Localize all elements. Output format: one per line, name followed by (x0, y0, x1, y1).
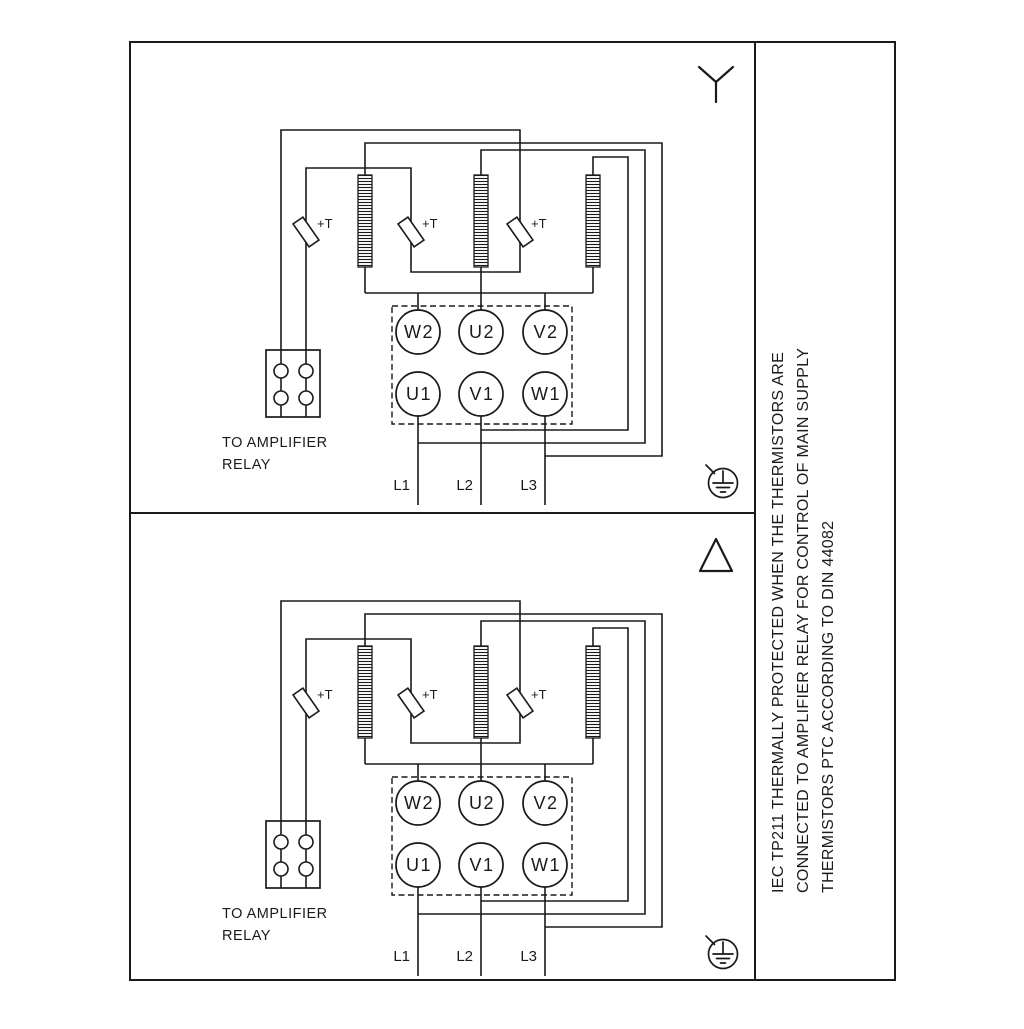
supply-label-l1: L1 (393, 948, 410, 965)
terminal-v2 (522, 780, 568, 826)
thermistor-icon (505, 215, 535, 249)
motor-winding (473, 174, 489, 268)
supply-lines (417, 416, 546, 505)
relay-pin (298, 834, 314, 850)
relay-caption-line1: TO AMPLIFIER (222, 906, 328, 922)
side-note-line-2: CONNECTED TO AMPLIFIER RELAY FOR CONTROL… (795, 348, 812, 893)
earth-ground-icon (705, 935, 739, 970)
relay-caption-line1: TO AMPLIFIER (222, 435, 328, 451)
star-icon (697, 65, 735, 104)
relay-pin (298, 363, 314, 379)
supply-lines (417, 887, 546, 976)
relay-caption-line2: RELAY (222, 928, 271, 944)
thermistor-circuit-wires (280, 129, 521, 350)
side-note-line-3: THERMISTORS PTC ACCORDING TO DIN 44082 (820, 521, 837, 893)
thermistor-label: +T (422, 216, 438, 231)
winding-top-wires (364, 613, 663, 928)
thermistor-label: +T (531, 687, 547, 702)
terminal-v2 (522, 309, 568, 355)
terminal-label: V1 (469, 855, 494, 875)
star-panel: +T +T +T TO AMPLIFIER RELAY W2 U2 V2 U1 (222, 65, 739, 505)
terminal-u2 (458, 309, 504, 355)
winding-bottom-wires (364, 738, 594, 781)
terminal-v1 (458, 842, 504, 888)
side-note-line-1: IEC TP211 THERMALLY PROTECTED WHEN THE T… (770, 352, 787, 893)
relay-pin (273, 390, 289, 406)
thermistor-circuit-wires (280, 600, 521, 821)
terminal-label: U2 (469, 793, 495, 813)
terminal-label: W1 (531, 384, 561, 404)
thermistor-icon (396, 215, 426, 249)
motor-winding (585, 645, 601, 739)
terminal-label: W2 (404, 793, 434, 813)
terminal-label: U2 (469, 322, 495, 342)
relay-internal-wires (280, 821, 307, 888)
terminal-label: U1 (406, 384, 432, 404)
delta-icon (698, 537, 734, 573)
thermistor-icon (291, 686, 321, 720)
amplifier-relay-connector (265, 349, 321, 418)
supply-label-l1: L1 (393, 477, 410, 494)
amplifier-relay-connector (265, 820, 321, 889)
thermistor-icon (291, 215, 321, 249)
terminal-w1 (522, 371, 568, 417)
motor-winding (357, 645, 373, 739)
relay-pin (298, 861, 314, 877)
terminal-w2 (395, 780, 441, 826)
terminal-box (391, 776, 573, 896)
supply-label-l3: L3 (520, 948, 537, 965)
terminal-label: V2 (533, 793, 558, 813)
terminal-label: W2 (404, 322, 434, 342)
terminal-u1 (395, 371, 441, 417)
terminal-label: W1 (531, 855, 561, 875)
terminal-label: V2 (533, 322, 558, 342)
supply-label-l2: L2 (456, 477, 473, 494)
relay-pin (273, 363, 289, 379)
motor-winding (473, 645, 489, 739)
terminal-box (391, 305, 573, 425)
thermistor-icon (505, 686, 535, 720)
thermistor-label: +T (317, 216, 333, 231)
terminal-w2 (395, 309, 441, 355)
delta-panel: +T +T +T TO AMPLIFIER RELAY W2 U2 V2 U1 … (222, 537, 739, 976)
motor-winding (357, 174, 373, 268)
terminal-u1 (395, 842, 441, 888)
thermistor-label: +T (317, 687, 333, 702)
winding-bottom-wires (364, 267, 594, 310)
terminal-label: V1 (469, 384, 494, 404)
outer-border (129, 41, 896, 981)
side-note: IEC TP211 THERMALLY PROTECTED WHEN THE T… (770, 348, 837, 893)
earth-ground-icon (705, 464, 739, 499)
terminal-v1 (458, 371, 504, 417)
supply-label-l2: L2 (456, 948, 473, 965)
terminal-w1 (522, 842, 568, 888)
thermistor-label: +T (422, 687, 438, 702)
terminal-label: U1 (406, 855, 432, 875)
thermistor-icon (396, 686, 426, 720)
relay-pin (273, 834, 289, 850)
relay-internal-wires (280, 350, 307, 417)
supply-label-l3: L3 (520, 477, 537, 494)
terminal-u2 (458, 780, 504, 826)
winding-top-wires (364, 142, 663, 457)
relay-pin (273, 861, 289, 877)
motor-winding (585, 174, 601, 268)
thermistor-label: +T (531, 216, 547, 231)
relay-caption-line2: RELAY (222, 457, 271, 473)
relay-pin (298, 390, 314, 406)
